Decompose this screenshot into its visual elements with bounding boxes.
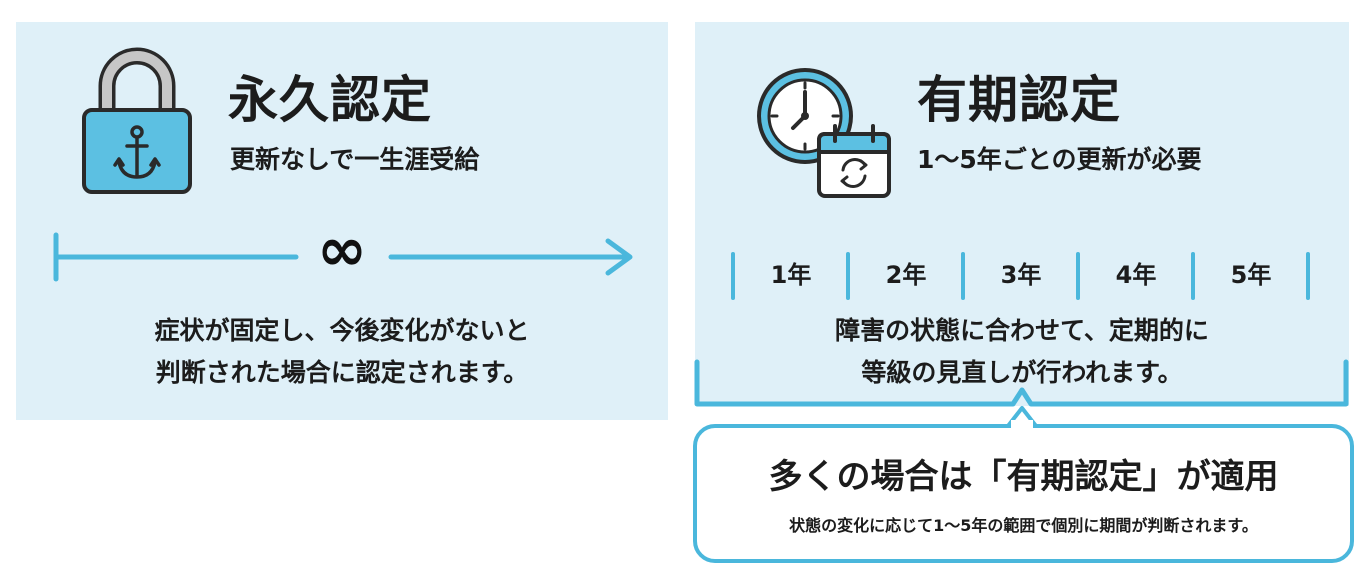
fixed-term-certification-panel: 有期認定 1〜5年ごとの更新が必要 1年 2年 3年 4年 5年 障害の状態に合…: [695, 22, 1349, 406]
permanent-description-line2: 判断された場合に認定されます。: [155, 358, 529, 387]
permanent-description: 症状が固定し、今後変化がないと 判断された場合に認定されます。: [16, 310, 668, 394]
fixed-term-description: 障害の状態に合わせて、定期的に 等級の見直しが行われます。: [695, 310, 1349, 394]
year-label-3: 3年: [1000, 261, 1042, 289]
clock-calendar-icon: [757, 68, 891, 198]
arrow-line-icon: [53, 232, 633, 282]
permanent-certification-panel: 永久認定 更新なしで一生涯受給 ∞ 症状が固定し、今後変化がないと 判断された場…: [16, 22, 668, 420]
callout-notch-cover: [1011, 420, 1033, 430]
year-divider: [1076, 252, 1080, 300]
year-divider: [731, 252, 735, 300]
permanent-title: 永久認定: [228, 71, 432, 129]
fixed-term-description-line1: 障害の状態に合わせて、定期的に: [835, 316, 1209, 345]
year-divider: [961, 252, 965, 300]
year-divider: [1191, 252, 1195, 300]
fixed-term-subtitle: 1〜5年ごとの更新が必要: [917, 145, 1202, 174]
summary-callout: 多くの場合は「有期認定」が適用 状態の変化に応じて1〜5年の範囲で個別に期間が判…: [693, 424, 1354, 563]
year-label-4: 4年: [1115, 261, 1157, 289]
year-label-2: 2年: [885, 261, 927, 289]
year-divider: [1306, 252, 1310, 300]
callout-subtitle: 状態の変化に応じて1〜5年の範囲で個別に期間が判断されます。: [789, 516, 1258, 535]
fixed-term-description-line2: 等級の見直しが行われます。: [861, 358, 1183, 387]
year-label-5: 5年: [1230, 261, 1272, 289]
year-label-1: 1年: [770, 261, 812, 289]
padlock-anchor-icon: [82, 47, 192, 194]
year-divider: [846, 252, 850, 300]
fixed-term-title: 有期認定: [917, 71, 1121, 129]
permanent-description-line1: 症状が固定し、今後変化がないと: [154, 316, 530, 345]
permanent-subtitle: 更新なしで一生涯受給: [230, 145, 480, 174]
callout-title: 多くの場合は「有期認定」が適用: [768, 457, 1279, 497]
infinity-symbol: ∞: [317, 215, 367, 285]
